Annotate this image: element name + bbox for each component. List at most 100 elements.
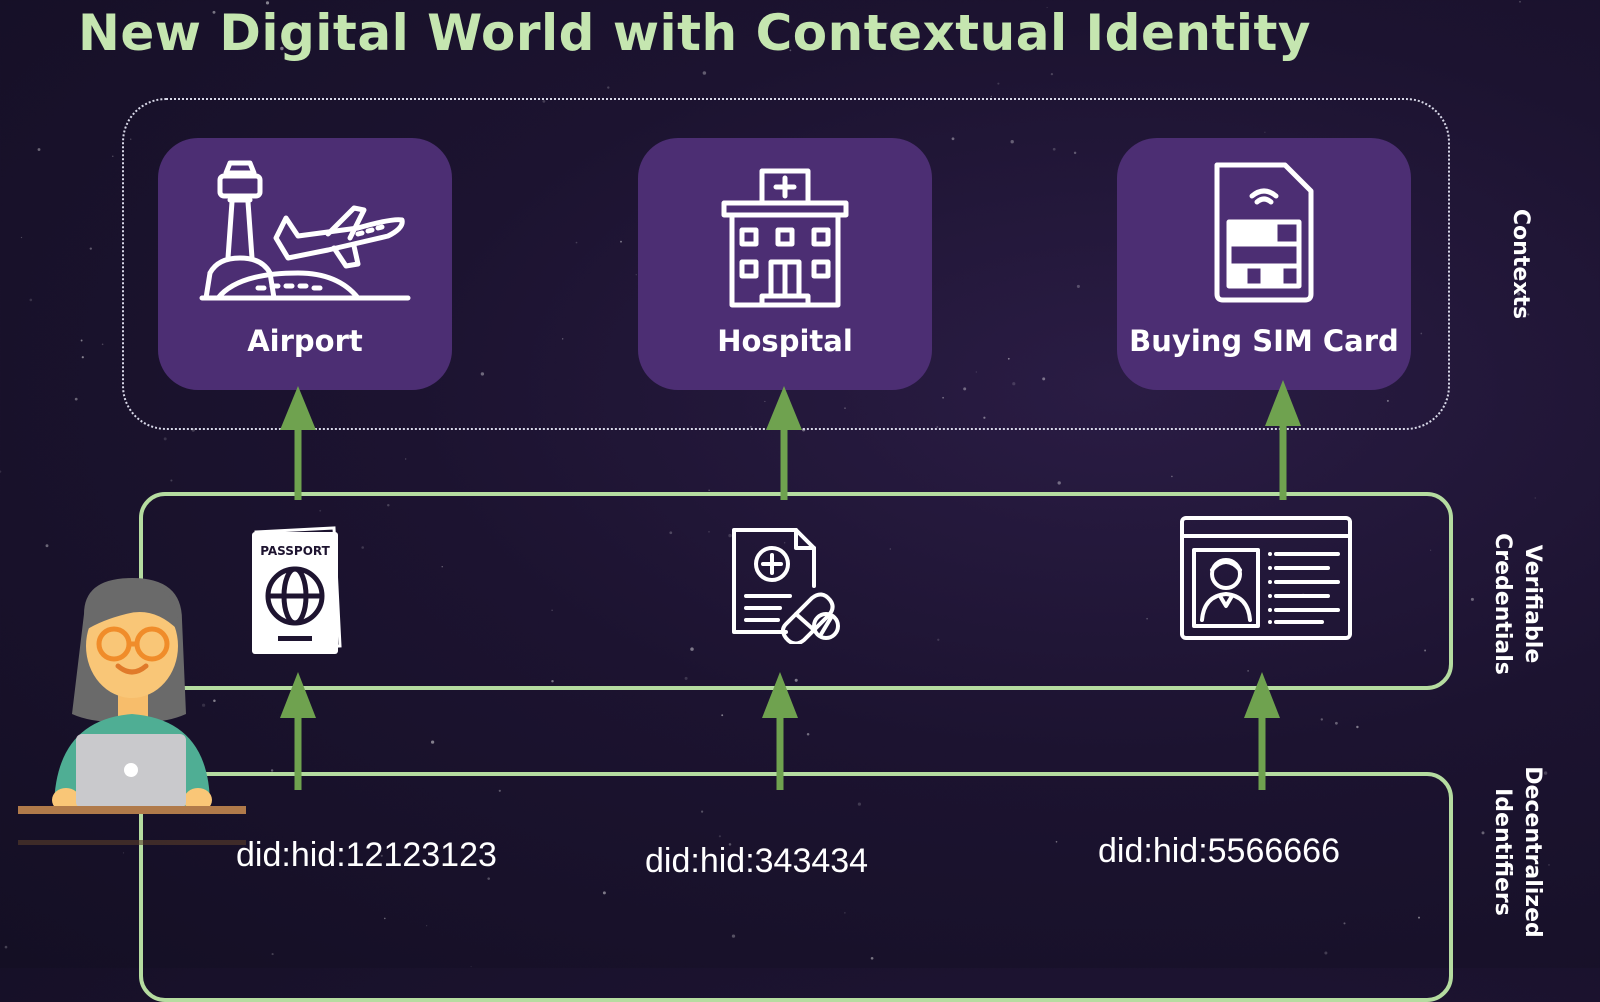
star-dot (936, 426, 938, 428)
star-dot (1548, 864, 1550, 866)
star-dot (721, 714, 724, 717)
star-dot (1012, 382, 1016, 386)
star-dot (269, 35, 271, 37)
star-dot (1010, 140, 1014, 144)
star-dot (963, 387, 967, 391)
star-dot (201, 703, 206, 707)
star-dot (1537, 588, 1540, 591)
star-dot (784, 542, 786, 544)
star-dot (470, 966, 472, 968)
context-label-sim: Buying SIM Card (1129, 324, 1399, 358)
star-dot (45, 544, 49, 548)
passport-icon: PASSPORT (252, 526, 342, 654)
star-dot (265, 1, 270, 5)
context-card-sim: Buying SIM Card (1117, 138, 1411, 390)
star-dot (551, 679, 554, 683)
star-dot (112, 155, 114, 157)
star-dot (1335, 721, 1338, 725)
medical-prescription-icon (732, 528, 840, 644)
passport-text: PASSPORT (260, 544, 330, 558)
star-dot (1171, 475, 1173, 478)
star-dot (562, 338, 564, 340)
context-card-airport: Airport (158, 138, 452, 390)
star-dot (1076, 284, 1080, 288)
star-dot (37, 148, 41, 151)
star-dot (951, 137, 955, 141)
star-dot (1055, 841, 1058, 843)
star-dot (212, 10, 216, 14)
star-dot (1264, 131, 1266, 134)
star-dot (81, 356, 84, 359)
star-dot (889, 548, 891, 550)
star-dot (575, 241, 578, 244)
star-dot (607, 86, 610, 89)
star-dot (718, 835, 721, 838)
star-dot (1050, 72, 1054, 76)
did-value-3: did:hid:5566666 (1098, 832, 1341, 870)
star-dot (1429, 549, 1432, 551)
star-dot (702, 71, 707, 75)
star-dot (1418, 916, 1420, 919)
star-dot (498, 789, 501, 792)
star-dot (551, 609, 553, 611)
star-dot (806, 733, 810, 736)
hospital-icon (721, 168, 849, 308)
star-dot (937, 638, 940, 641)
context-label-hospital: Hospital (717, 324, 853, 358)
star-dot (361, 546, 364, 549)
id-card-icon (1180, 516, 1352, 640)
star-dot (480, 372, 485, 376)
star-dot (1126, 13, 1128, 15)
star-dot (271, 953, 274, 956)
star-dot (405, 458, 407, 460)
star-dot (844, 912, 846, 914)
sim-card-icon (1214, 162, 1314, 303)
star-dot (1517, 292, 1521, 296)
star-dot (1052, 147, 1056, 151)
context-label-airport: Airport (247, 324, 363, 358)
star-dot (1420, 332, 1423, 335)
flow-arrows (280, 380, 1301, 790)
star-dot (1519, 0, 1521, 3)
star-dot (1324, 951, 1328, 955)
star-dot (708, 489, 710, 491)
context-card-hospital: Hospital (638, 138, 932, 390)
star-dot (701, 810, 704, 813)
star-dot (1386, 399, 1389, 402)
star-dot (380, 854, 383, 857)
star-dot (122, 852, 125, 854)
star-dot (1046, 6, 1048, 9)
star-dot (387, 503, 390, 507)
star-dot (426, 925, 428, 927)
star-dot (708, 531, 710, 533)
star-dot (542, 100, 546, 103)
star-dot (213, 699, 216, 703)
star-dot (319, 509, 322, 512)
star-dot (1527, 313, 1530, 316)
airport-icon (199, 160, 411, 301)
star-dot (1320, 718, 1323, 721)
star-dot (80, 339, 83, 342)
star-dot (1057, 481, 1061, 485)
star-dot (1481, 831, 1485, 835)
star-dot (794, 678, 798, 682)
star-dot (170, 479, 173, 482)
star-dot (1042, 377, 1046, 381)
star-dot (870, 956, 874, 960)
star-dot (1007, 357, 1010, 360)
star-dot (728, 843, 732, 846)
star-dot (789, 49, 792, 52)
star-dot (74, 397, 78, 401)
star-dot (975, 371, 977, 373)
star-dot (844, 407, 846, 409)
star-dot (383, 917, 386, 920)
star-dot (20, 236, 23, 239)
page-title: New Digital World with Contextual Identi… (78, 4, 1311, 62)
star-dot (1543, 771, 1548, 775)
star-dot (29, 298, 33, 302)
star-dot (764, 400, 766, 402)
star-dot (602, 891, 606, 895)
star-dot (441, 566, 443, 568)
star-dot (1073, 151, 1077, 155)
star-dot (886, 22, 889, 25)
